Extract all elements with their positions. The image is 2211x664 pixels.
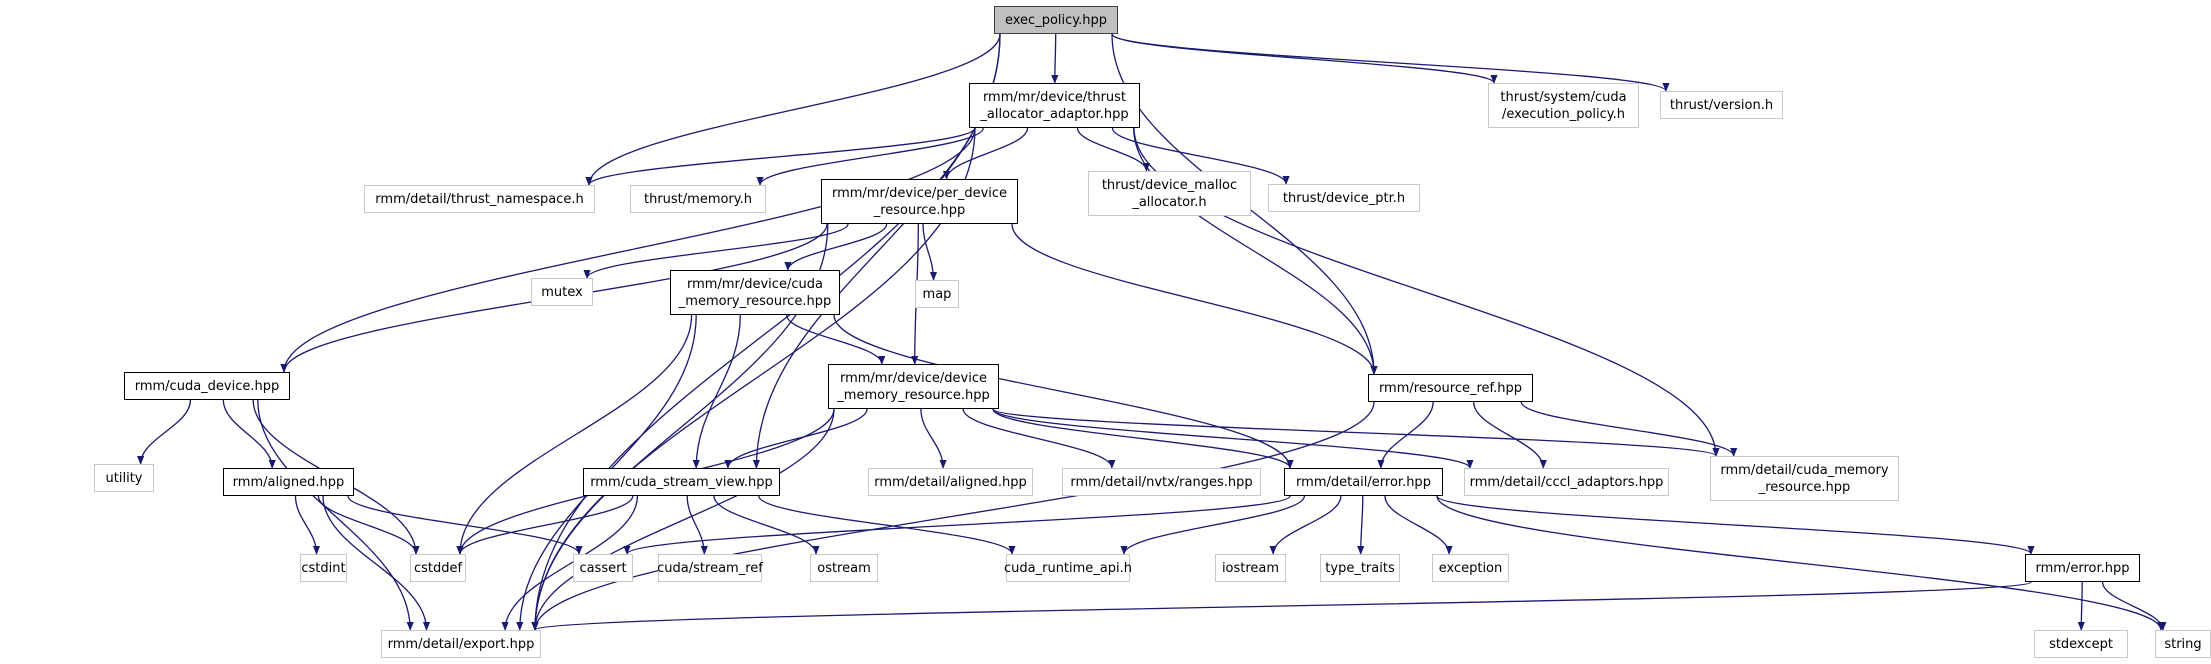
node-per-device[interactable]: rmm/mr/device/per_device _resource.hpp	[821, 179, 1018, 224]
edge-resource-ref-to-detail-cuda-mr	[1520, 401, 1738, 457]
edge-cuda-mr-to-device-mr	[786, 314, 886, 365]
edge-per-device-to-cuda-mr	[784, 223, 888, 271]
edge-exec-policy-to-thrust-alloc	[1051, 33, 1059, 84]
edge-aligned-to-cstdint	[294, 495, 321, 555]
node-cstddef[interactable]: cstddef	[410, 554, 466, 582]
node-export[interactable]: rmm/detail/export.hpp	[381, 630, 541, 658]
edge-device-mr-to-stream-view	[724, 408, 868, 469]
edge-per-device-to-mutex	[583, 223, 849, 279]
edge-thrust-alloc-to-dev-ptr	[1111, 127, 1290, 185]
node-cassert[interactable]: cassert	[573, 554, 633, 582]
edge-thrust-alloc-to-thrust-memory	[756, 127, 984, 186]
edge-detail-error-to-string	[1436, 495, 2165, 631]
node-aligned[interactable]: rmm/aligned.hpp	[223, 468, 354, 496]
edge-stream-view-to-stream-ref	[686, 495, 708, 555]
edge-detail-error-to-rmm-error	[1436, 495, 2035, 555]
edge-cuda-device-to-utility	[137, 399, 192, 465]
node-stream-ref[interactable]: cuda/stream_ref	[657, 554, 763, 582]
node-resource-ref[interactable]: rmm/resource_ref.hpp	[1368, 374, 1533, 402]
node-thrust-version[interactable]: thrust/version.h	[1660, 91, 1783, 119]
edge-rmm-error-to-stdexcept	[2077, 581, 2085, 631]
node-thrust-memory[interactable]: thrust/memory.h	[630, 185, 766, 213]
node-utility[interactable]: utility	[94, 464, 154, 492]
edge-aligned-to-cassert	[347, 495, 583, 555]
edge-thrust-alloc-to-resource-ref	[1133, 127, 1378, 375]
edge-cuda-mr-to-cstddef	[456, 314, 693, 555]
node-thrust-ns[interactable]: rmm/detail/thrust_namespace.h	[364, 185, 595, 213]
edge-exec-policy-to-thrust-ns	[585, 33, 1001, 186]
node-iostream[interactable]: iostream	[1215, 554, 1286, 582]
edge-device-mr-to-export	[531, 408, 835, 631]
edge-device-mr-to-detail-error	[992, 408, 1294, 469]
node-cuda-device[interactable]: rmm/cuda_device.hpp	[124, 372, 290, 400]
node-thrust-exec[interactable]: thrust/system/cuda /execution_policy.h	[1488, 83, 1639, 128]
node-exception[interactable]: exception	[1432, 554, 1509, 582]
edge-cuda-device-to-aligned	[222, 399, 276, 469]
edge-exec-policy-to-thrust-version	[1111, 33, 1670, 92]
node-map[interactable]: map	[915, 280, 959, 308]
node-cuda-runtime[interactable]: cuda_runtime_api.h	[1004, 554, 1132, 582]
edge-aligned-to-export	[322, 495, 431, 631]
node-type-traits[interactable]: type_traits	[1320, 554, 1400, 582]
edge-detail-error-to-cassert	[623, 495, 1291, 555]
edge-per-device-to-resource-ref	[1011, 223, 1378, 375]
edge-thrust-alloc-to-dev-malloc	[1076, 127, 1151, 172]
edge-cuda-mr-to-stream-view	[692, 314, 741, 469]
edge-exec-policy-to-thrust-exec	[1111, 33, 1498, 84]
edge-device-mr-to-nvtx	[962, 408, 1116, 469]
edges-layer	[137, 33, 2167, 631]
edge-detail-error-to-cuda-runtime	[1120, 495, 1306, 555]
edge-resource-ref-to-detail-error	[1377, 401, 1434, 469]
edge-stream-view-to-ostream	[713, 495, 820, 555]
edge-aligned-to-cstddef	[317, 495, 420, 555]
node-mutex[interactable]: mutex	[531, 278, 593, 306]
edge-device-mr-to-detail-cuda-mr	[992, 408, 1720, 457]
edge-device-mr-to-detail-aligned	[920, 408, 947, 469]
node-detail-error[interactable]: rmm/detail/error.hpp	[1284, 468, 1443, 496]
node-dev-malloc[interactable]: thrust/device_malloc _allocator.h	[1088, 171, 1251, 216]
edge-detail-error-to-type-traits	[1357, 495, 1365, 555]
edge-stream-view-to-export	[501, 495, 639, 631]
node-dev-ptr[interactable]: thrust/device_ptr.h	[1268, 184, 1420, 212]
node-thrust-alloc[interactable]: rmm/mr/device/thrust _allocator_adaptor.…	[969, 83, 1140, 128]
edge-thrust-alloc-to-thrust-ns	[585, 127, 976, 186]
edge-cuda-mr-to-detail-error	[833, 314, 1294, 469]
edge-thrust-alloc-to-per-device	[942, 127, 1029, 180]
edge-stream-view-to-cuda-runtime	[758, 495, 1016, 555]
node-detail-cuda-mr[interactable]: rmm/detail/cuda_memory _resource.hpp	[1710, 456, 1899, 501]
edge-detail-error-to-iostream	[1269, 495, 1342, 555]
node-exec-policy[interactable]: exec_policy.hpp	[994, 6, 1118, 34]
node-device-mr[interactable]: rmm/mr/device/device _memory_resource.hp…	[828, 364, 999, 409]
edge-cuda-device-to-export	[257, 399, 414, 631]
node-string[interactable]: string	[2155, 630, 2211, 658]
node-cstdint[interactable]: cstdint	[300, 554, 347, 582]
node-cccl[interactable]: rmm/detail/cccl_adaptors.hpp	[1464, 468, 1669, 496]
edge-stream-view-to-cstddef	[456, 495, 634, 555]
node-cuda-mr[interactable]: rmm/mr/device/cuda _memory_resource.hpp	[670, 270, 840, 315]
edge-per-device-to-map	[922, 223, 938, 281]
edge-device-mr-to-cccl	[992, 408, 1474, 469]
edge-resource-ref-to-cccl	[1473, 401, 1547, 469]
edge-detail-error-to-exception	[1384, 495, 1453, 555]
node-stdexcept[interactable]: stdexcept	[2034, 630, 2128, 658]
node-nvtx[interactable]: rmm/detail/nvtx/ranges.hpp	[1062, 468, 1261, 496]
node-ostream[interactable]: ostream	[810, 554, 878, 582]
node-stream-view[interactable]: rmm/cuda_stream_view.hpp	[583, 468, 780, 496]
edge-rmm-error-to-string	[2101, 581, 2167, 631]
edge-rmm-error-to-export	[532, 581, 2032, 631]
edge-thrust-alloc-to-cuda-device	[280, 127, 976, 373]
node-rmm-error[interactable]: rmm/error.hpp	[2025, 554, 2140, 582]
node-detail-aligned[interactable]: rmm/detail/aligned.hpp	[868, 468, 1033, 496]
edge-resource-ref-to-export	[531, 401, 1375, 631]
